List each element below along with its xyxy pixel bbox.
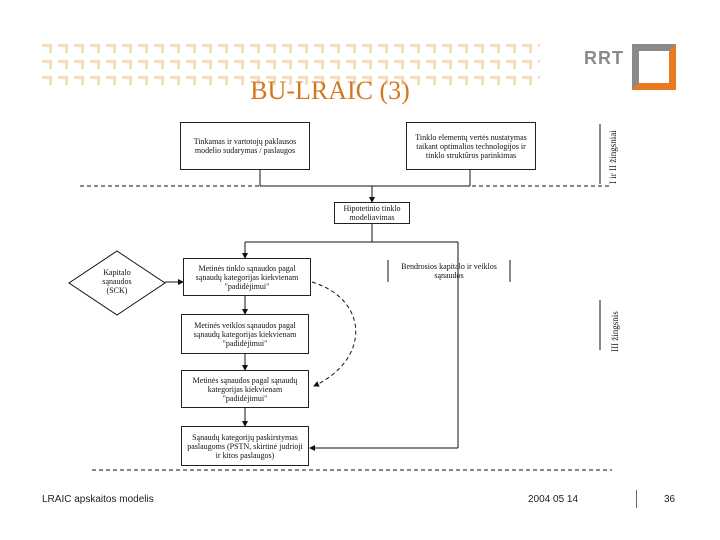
node-hypothetical-network: Hipotetinio tinklo modeliavimas	[334, 202, 410, 224]
node-cost-of-capital: Kapitalo sąnaudos (SCK)	[102, 268, 132, 295]
decorative-stripes	[40, 42, 540, 90]
logo-square-icon	[632, 44, 676, 90]
node-network-elements: Tinklo elementų vertės nustatymas taikan…	[406, 122, 536, 170]
footer-model-name: LRAIC apskaitos modelis	[42, 494, 154, 505]
slide-title: BU-LRAIC (3)	[250, 76, 410, 105]
footer-divider	[636, 490, 637, 508]
node-general-costs: Bendrosios kapitalo ir veiklos sąnaudos	[401, 262, 497, 280]
node-annual-network-costs: Metinės tinklo sąnaudos pagal sąnaudų ka…	[183, 258, 311, 296]
node-annual-operating-costs: Metinės veiklos sąnaudos pagal sąnaudų k…	[181, 314, 309, 354]
node-cost-allocation: Sąnaudų kategorijų paskirstymas paslaugo…	[181, 426, 309, 466]
stage-label-2: III žingsnis	[610, 311, 620, 352]
footer-page-number: 36	[664, 494, 676, 505]
node-total-annual-costs: Metinės sąnaudos pagal sąnaudų kategorij…	[181, 370, 309, 408]
logo-text: RRT	[584, 48, 624, 68]
stage-label-1: I ir II žingsniai	[608, 130, 618, 184]
node-cost-of-capital-diamond	[68, 250, 166, 316]
footer-date: 2004 05 14	[528, 494, 579, 505]
rrt-logo: RRT	[584, 42, 684, 92]
node-demand-model: Tinkamas ir vartotojų paklausos modelio …	[180, 122, 310, 170]
